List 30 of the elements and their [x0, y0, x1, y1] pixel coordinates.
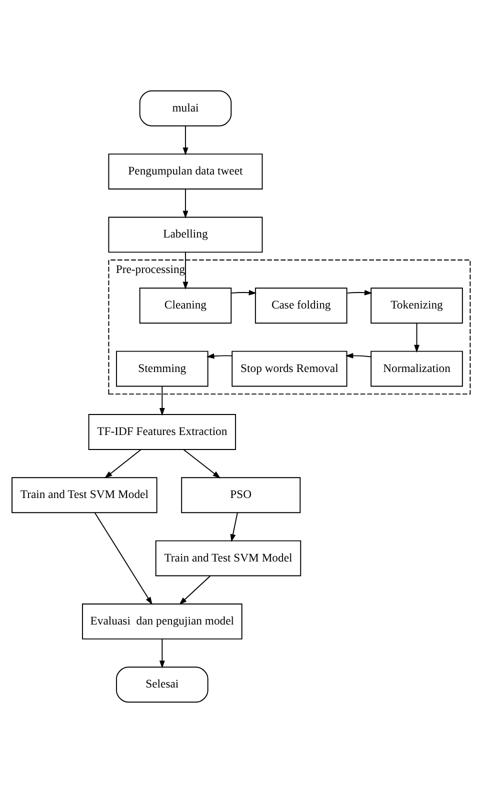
arrow	[231, 290, 257, 296]
node-box: Stop words Removal	[232, 350, 348, 387]
node-box: Case folding	[254, 288, 348, 324]
node-box: Selesai	[116, 666, 208, 703]
arrow	[179, 576, 211, 605]
arrow	[183, 449, 221, 478]
node-box: Evaluasi dan pengujian model	[82, 603, 242, 640]
arrow	[182, 252, 188, 290]
arrow	[182, 188, 188, 218]
arrow	[414, 322, 420, 353]
arrow	[346, 290, 372, 296]
node-box: Train and Test SVM Model	[12, 477, 158, 514]
node-box: Tokenizing	[370, 288, 463, 324]
arrow	[182, 126, 188, 156]
node-box: Labelling	[108, 216, 263, 253]
node-box: Cleaning	[139, 288, 232, 324]
node-box: Stemming	[116, 350, 208, 387]
node-box: TF-IDF Features Extraction	[88, 414, 236, 450]
node-box: Train and Test SVM Model	[155, 540, 302, 576]
arrow	[159, 638, 165, 668]
node-box: PSO	[181, 477, 301, 514]
arrow	[159, 386, 165, 416]
arrow	[94, 512, 152, 605]
node-box: mulai	[139, 90, 232, 126]
arrow	[104, 449, 142, 478]
node-box: Normalization	[370, 350, 463, 387]
arrow	[345, 352, 372, 358]
arrow	[206, 353, 233, 359]
node-box: Pengumpulan data tweet	[108, 154, 263, 190]
arrow	[230, 512, 238, 542]
